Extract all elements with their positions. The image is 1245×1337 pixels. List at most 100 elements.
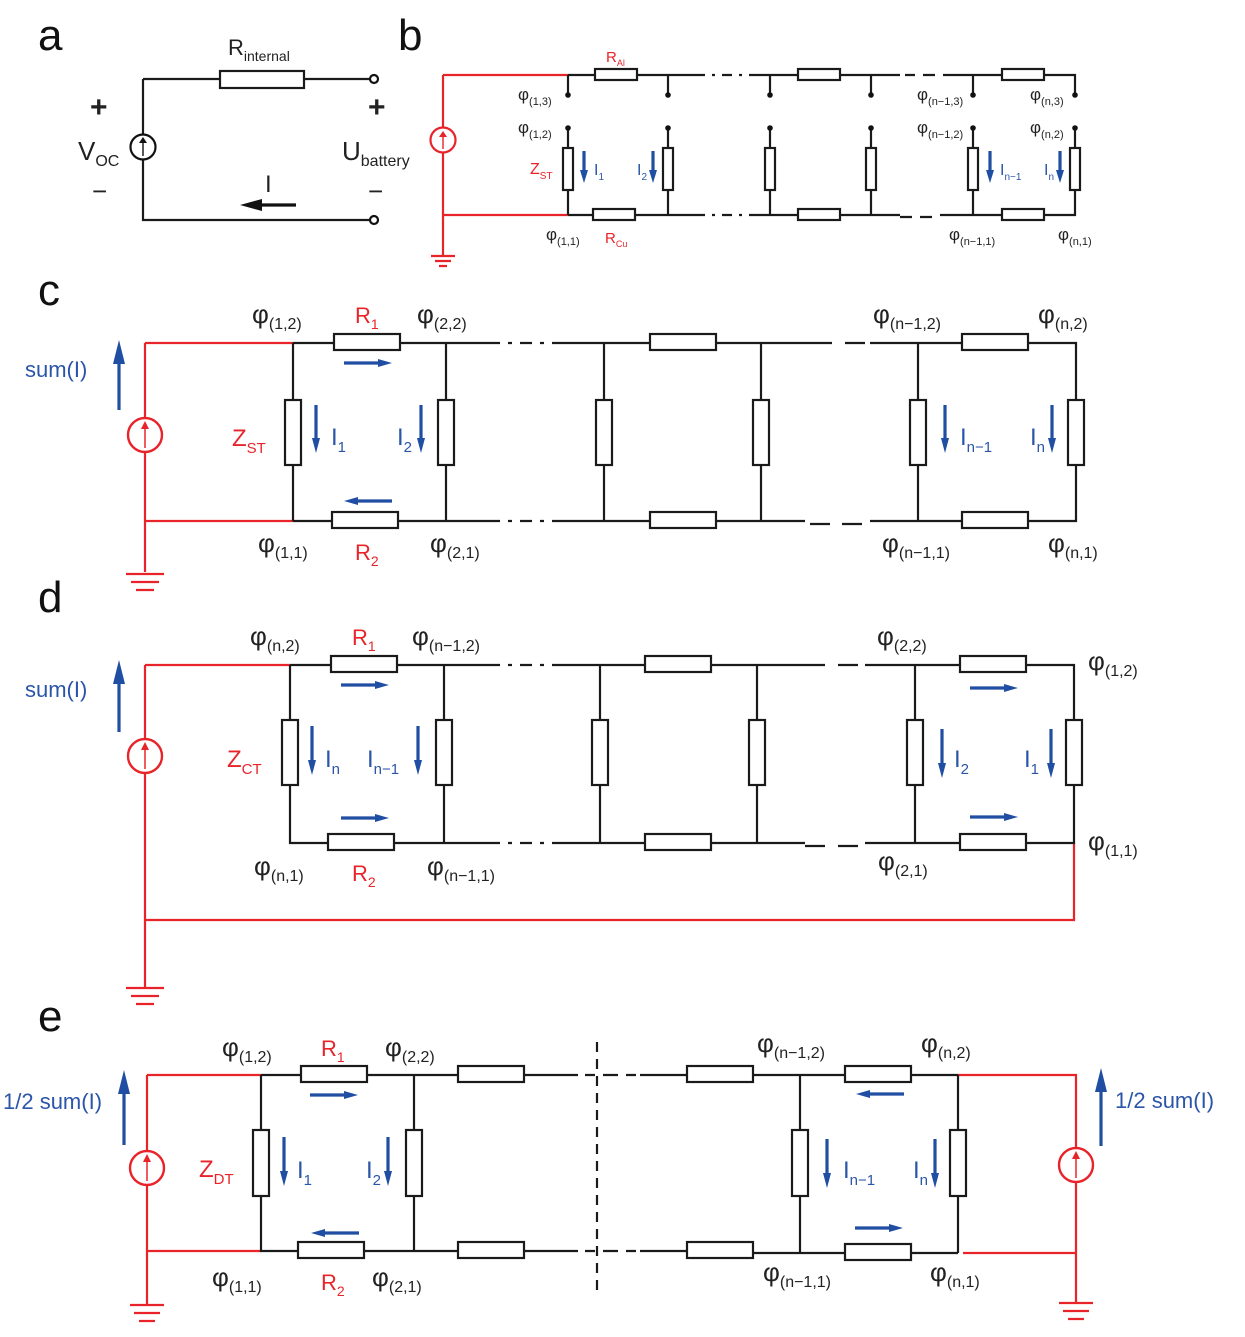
node-label: φ(2,2) (385, 1032, 435, 1066)
resistor (456, 1064, 526, 1084)
impedance (763, 146, 777, 192)
current-label: In (913, 1157, 928, 1189)
r2-label: R2 (321, 1270, 345, 1299)
resistor (685, 1064, 755, 1084)
node-label: φ(1,1) (212, 1262, 262, 1296)
node-label: φ(n−1,1) (427, 851, 495, 885)
cell-branches (280, 665, 1084, 843)
resistor (643, 654, 713, 674)
resistor-cu (591, 207, 637, 222)
r1-label: R1 (355, 303, 379, 332)
resistor (648, 332, 718, 352)
resistor (1000, 207, 1046, 222)
current-label: In (1044, 162, 1054, 183)
resistor-r1 (329, 654, 399, 674)
source-minus-sign: − (92, 176, 107, 206)
node-label: φ(2,2) (417, 299, 467, 333)
node-label: φ(n,2) (250, 621, 300, 655)
impedance (436, 398, 456, 467)
node-label: φ(1,2) (1088, 646, 1138, 680)
cell-branches (283, 343, 1086, 521)
node-label: φ(n,2) (921, 1028, 971, 1062)
resistor-al (593, 67, 639, 82)
impedance-z-st (283, 398, 303, 467)
node-label: φ(n−1,2) (873, 299, 941, 333)
node-label: φ(n,2) (1038, 299, 1088, 333)
top-rail (975, 73, 1077, 95)
bottom-rail-dashed (810, 519, 962, 526)
panel-a: a Rinternal + VOC − + Ubattery − I (38, 11, 410, 226)
half-sum-current-left-label: 1/2 sum(I) (3, 1089, 102, 1114)
resistor-internal-label: Rinternal (228, 35, 290, 64)
current-arrows (580, 151, 1064, 183)
node-label: φ(n−1,2) (412, 621, 480, 655)
sum-current-arrowhead-icon (113, 660, 125, 684)
node-label: φ(1,3) (518, 85, 552, 108)
panel-b-label: b (398, 11, 422, 60)
right-rail (1028, 341, 1078, 523)
current-label: I2 (397, 424, 412, 456)
impedance (747, 718, 767, 787)
z-ct-label: ZCT (227, 746, 262, 778)
sum-current-label: sum(I) (25, 357, 87, 382)
source-wire (441, 73, 568, 256)
source-arrowhead-icon (1072, 1151, 1080, 1159)
node-label: φ(n,3) (1030, 85, 1064, 108)
current-label: I1 (1024, 746, 1039, 778)
resistor-r1 (299, 1064, 369, 1084)
source-wire-left (145, 1073, 261, 1305)
node-label: φ(1,2) (222, 1032, 272, 1066)
u-battery-label: Ubattery (342, 136, 410, 170)
r-al-label: RAl (606, 49, 625, 68)
ground-icon (126, 986, 164, 1006)
r2-label: R2 (352, 861, 376, 890)
source-wire-right (958, 1073, 1078, 1303)
panel-e: e 1/2 sum(I) 1/2 sum(I) (3, 992, 1214, 1323)
resistor-r1 (332, 332, 402, 352)
impedance (790, 1128, 810, 1198)
node-label: φ(n−1,1) (949, 225, 995, 248)
panel-c-label: c (38, 266, 60, 315)
current-label: I1 (297, 1157, 312, 1189)
resistor (843, 1064, 913, 1084)
cell-branches (561, 75, 1082, 215)
current-label: In (1030, 424, 1045, 456)
node-label: φ(2,1) (430, 528, 480, 562)
sum-current-label: sum(I) (25, 677, 87, 702)
ground-icon (126, 572, 164, 592)
impedance (1068, 146, 1082, 192)
impedance (1066, 398, 1086, 467)
impedance-z-st (561, 146, 575, 192)
current-label: In−1 (1000, 162, 1022, 183)
current-label: I (265, 171, 272, 198)
node-label: φ(n,1) (1048, 528, 1098, 562)
r1-label: R1 (321, 1036, 345, 1065)
impedance (1064, 718, 1084, 787)
half-sum-current-right-label: 1/2 sum(I) (1115, 1088, 1214, 1113)
source-arrowhead-icon (141, 742, 149, 750)
current-label: I2 (366, 1157, 381, 1189)
resistor (960, 332, 1030, 352)
terminal-minus-sign: − (368, 176, 383, 206)
impedance (434, 718, 454, 787)
impedance (966, 146, 980, 192)
node-label: φ(n,1) (930, 1257, 980, 1291)
current-label: I1 (594, 162, 604, 183)
wire (141, 79, 374, 222)
node-label: φ(n−1,1) (882, 528, 950, 562)
node-label: φ(1,2) (518, 118, 552, 141)
terminal-plus-sign: + (368, 91, 386, 124)
source-wire (143, 663, 1076, 988)
current-arrows (312, 359, 1056, 505)
resistor-internal (218, 69, 306, 90)
source-arrowhead-icon (439, 131, 447, 137)
resistor (960, 510, 1030, 530)
source-arrowhead-icon (139, 137, 147, 143)
impedance (905, 718, 925, 787)
r-cu-label: RCu (605, 230, 627, 249)
current-arrowhead-icon (240, 199, 262, 211)
right-rail (1026, 663, 1076, 845)
z-st-label: ZST (232, 425, 266, 457)
impedance (404, 1128, 424, 1198)
current-arrows (308, 681, 1055, 822)
